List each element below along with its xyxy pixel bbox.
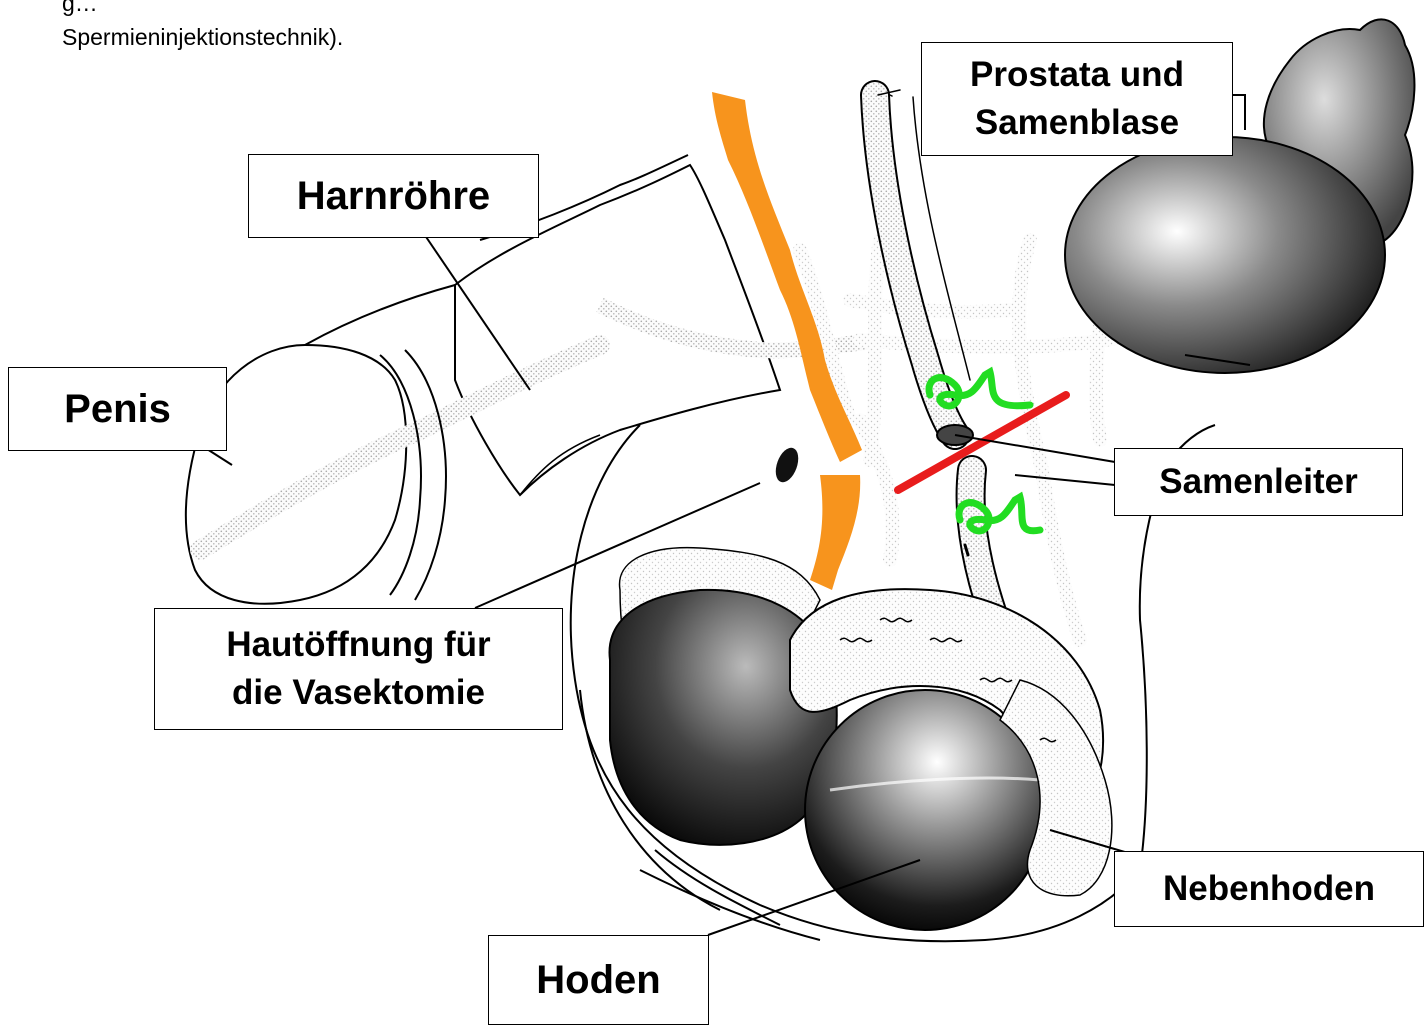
- label-penis: Penis: [8, 367, 227, 451]
- label-hautoeffnung: Hautöffnung für die Vasektomie: [154, 608, 563, 730]
- label-samenleiter-text: Samenleiter: [1159, 458, 1357, 506]
- label-hoden-text: Hoden: [536, 958, 660, 1003]
- label-penis-text: Penis: [64, 387, 171, 432]
- label-hoden: Hoden: [488, 935, 709, 1025]
- label-harnroehre-text: Harnröhre: [297, 174, 490, 219]
- label-harnroehre: Harnröhre: [248, 154, 539, 238]
- label-nebenhoden: Nebenhoden: [1114, 851, 1424, 927]
- label-prostata-line1: Prostata und: [970, 51, 1184, 99]
- label-prostata-line2: Samenblase: [975, 99, 1179, 147]
- label-nebenhoden-text: Nebenhoden: [1163, 865, 1375, 913]
- skin-opening: [771, 445, 802, 486]
- label-hautoeffnung-line1: Hautöffnung für: [226, 621, 490, 669]
- label-samenleiter: Samenleiter: [1114, 448, 1403, 516]
- label-prostata-samenblase: Prostata und Samenblase: [921, 42, 1233, 156]
- label-hautoeffnung-line2: die Vasektomie: [232, 669, 485, 717]
